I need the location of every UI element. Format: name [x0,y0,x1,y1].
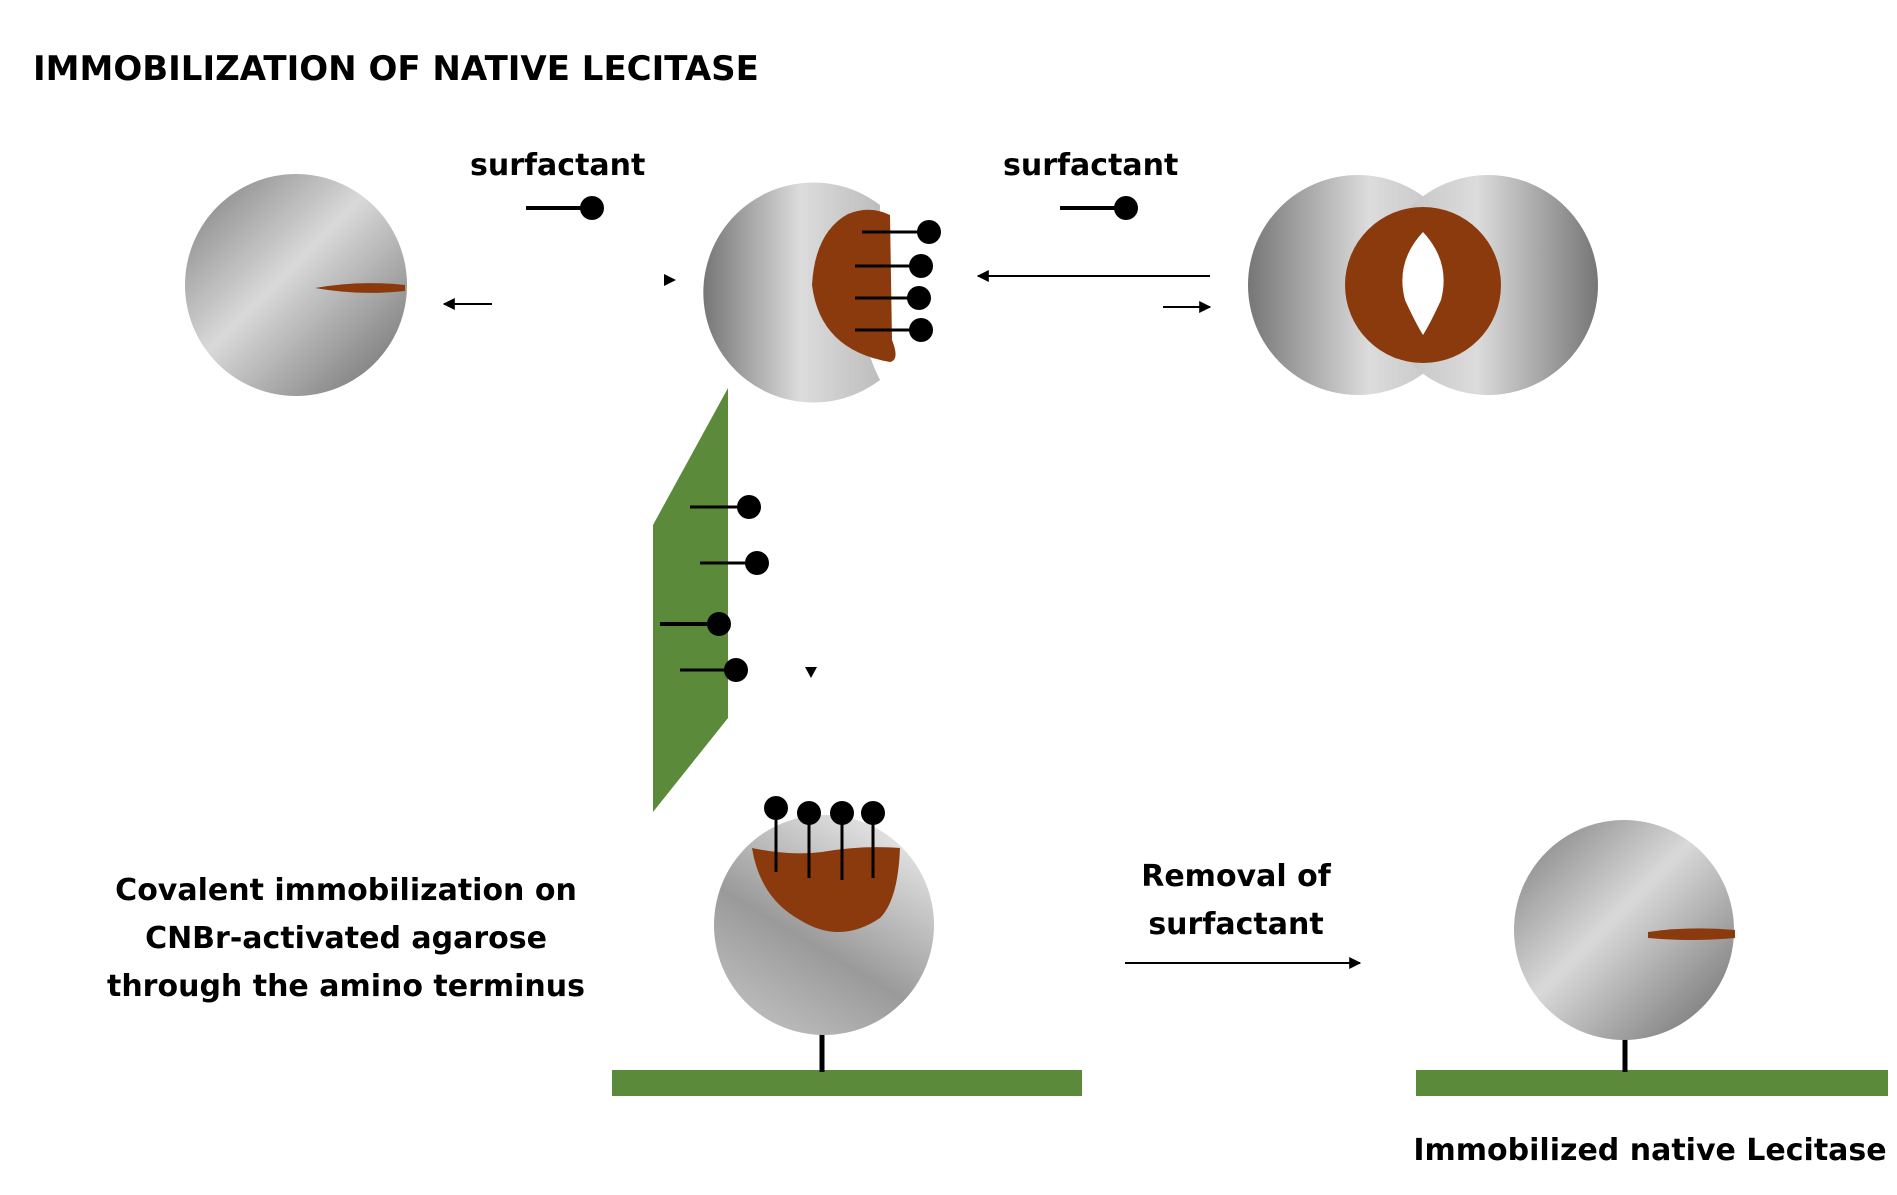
surfactant-label-left: surfactant [470,148,645,183]
open-lid [812,209,896,362]
enzyme-sphere-native [1514,820,1734,1040]
bound-surfactants-bottom [764,796,885,880]
covalent-immobilization-label-line2: CNBr-activated agarose [145,921,547,956]
surfactant-molecule-left [526,196,604,220]
surfactant-molecule-right [1060,196,1138,220]
covalent-immobilization-label-line3: through the amino terminus [107,969,585,1004]
small-arrowhead [664,274,676,286]
page-title: IMMOBILIZATION OF NATIVE LECITASE [33,49,759,89]
support-with-surfactant [653,388,769,812]
dimer-cavity [1402,232,1444,335]
removal-label-line2: surfactant [1148,907,1323,942]
agarose-support-surface [653,388,728,812]
small-arrowhead-down [805,667,817,678]
lipase-dimer [1248,175,1598,395]
surfactant-label-right: surfactant [1003,148,1178,183]
immobilized-lipase-with-surfactant [612,796,1082,1096]
immobilized-native-lipase [1416,820,1888,1096]
agarose-support-bar-right [1416,1070,1888,1096]
bound-surfactants [855,220,941,342]
open-lid-lipase-with-surfactant [703,182,941,403]
open-lid-bottom [752,847,900,933]
closed-lid-native [1648,928,1735,940]
closed-lid-lipase [185,174,407,396]
agarose-support-bar-left [612,1070,1082,1096]
covalent-immobilization-label-line1: Covalent immobilization on [115,873,577,908]
enzyme-sphere [185,174,407,396]
removal-label-line1: Removal of [1141,859,1331,894]
closed-lid [315,283,405,293]
immobilized-native-lecitase-label: Immobilized native Lecitase [1413,1133,1886,1168]
